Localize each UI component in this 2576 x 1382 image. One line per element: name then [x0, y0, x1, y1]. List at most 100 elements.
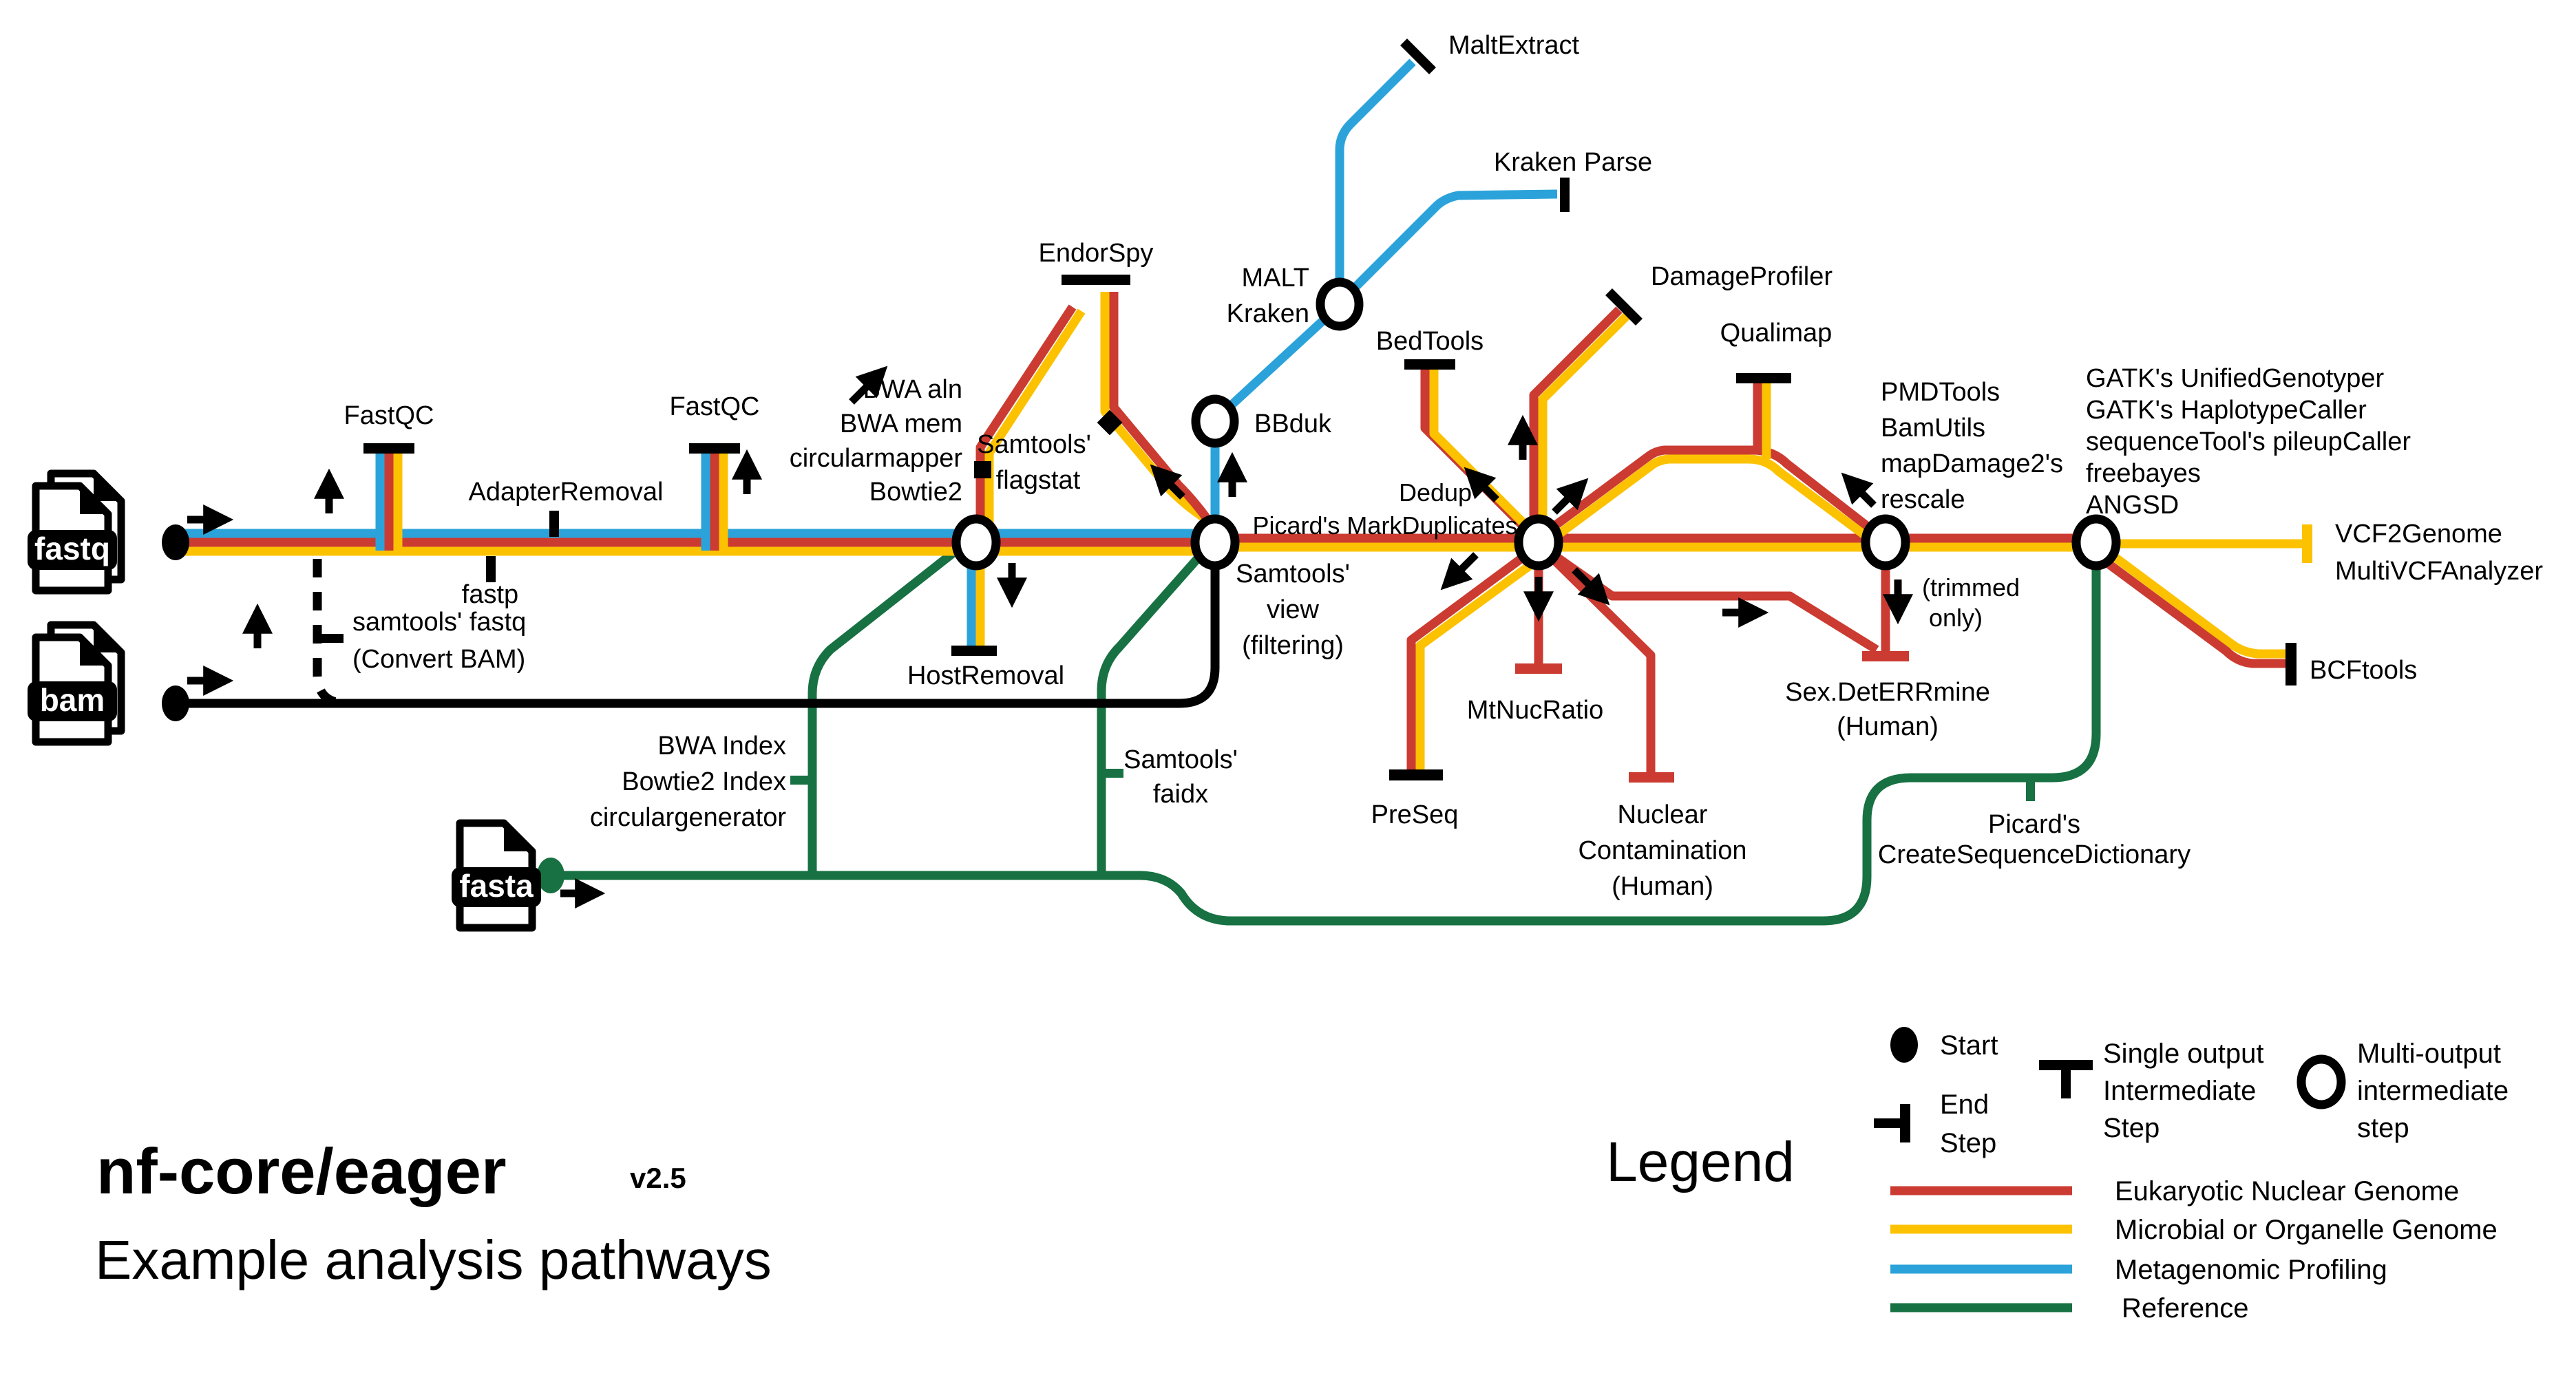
bam-label: bam	[40, 682, 105, 718]
create-seq-dict-label-2: CreateSequenceDictionary	[1878, 840, 2190, 869]
bam-file-icon: bam	[28, 621, 125, 746]
legend-single-label-2: Intermediate	[2103, 1076, 2256, 1106]
genotyper-label-2: GATK's HaplotypeCaller	[2086, 396, 2367, 425]
damageprofiler-label: DamageProfiler	[1651, 262, 1833, 291]
bedtools-branch	[1404, 359, 1537, 537]
qualimap-yellow	[1554, 454, 1870, 541]
fasta-label: fasta	[459, 868, 534, 904]
preseq-tick	[1389, 769, 1443, 780]
bam-start-dot	[162, 685, 189, 721]
sexdeterrmine-label-1: Sex.DetERRmine	[1785, 678, 1990, 707]
malt-label-1: MALT	[1241, 264, 1309, 293]
preseq-red	[1406, 549, 1531, 769]
damageprofiler-tick	[1605, 288, 1643, 326]
nuclear-label-1: Nuclear	[1618, 800, 1708, 829]
samtools-view-label-2: view	[1267, 595, 1320, 624]
bcftools-yellow	[2105, 548, 2285, 659]
flow-arrows	[187, 365, 1913, 908]
pmd-label-1: PMDTools	[1881, 378, 2000, 407]
endorspy-tick	[1062, 275, 1130, 285]
genotyper-label-5: ANGSD	[2086, 491, 2179, 520]
preseq-label: PreSeq	[1371, 800, 1459, 829]
legend-line-label-green: Reference	[2122, 1293, 2249, 1323]
legend-end-bar	[1900, 1104, 1910, 1142]
pmd-label-4: rescale	[1881, 485, 1965, 514]
convert-bam-dashed-path	[313, 559, 348, 708]
title-block: nf-core/eager v2.5 Example analysis path…	[95, 1135, 772, 1290]
nuclear-label-3: (Human)	[1612, 872, 1713, 901]
page-subtitle: Example analysis pathways	[95, 1229, 772, 1290]
reference-riser-faidx	[1097, 549, 1207, 875]
legend-single-bar	[2039, 1060, 2093, 1070]
bam-line	[176, 555, 1220, 708]
flow-arrow	[1150, 464, 1185, 500]
flow-arrow	[1440, 552, 1479, 591]
preseq-yellow	[1415, 557, 1538, 769]
page-title-version: v2.5	[630, 1162, 686, 1194]
bowtie2-index-tick	[790, 776, 812, 785]
dedup-label: Dedup	[1399, 478, 1472, 507]
fastqc2-branch	[689, 443, 740, 551]
endorspy-riser-red	[975, 304, 1077, 533]
fastp-label: fastp	[462, 580, 518, 609]
bwa-index-label-3: circulargenerator	[590, 803, 786, 832]
legend-start-label: Start	[1940, 1030, 1998, 1061]
genotyper-label-3: sequenceTool's pileupCaller	[2086, 427, 2411, 456]
nuclear-label-2: Contamination	[1578, 836, 1746, 865]
markduplicates-node	[1514, 514, 1563, 571]
qualimap-red	[1548, 445, 1877, 535]
reference-line	[551, 544, 2101, 926]
damageprofiler-branch	[1529, 288, 1643, 530]
pmd-node	[1861, 514, 1910, 571]
fasta-start-dot	[537, 858, 564, 893]
bbduk-node	[1191, 394, 1239, 448]
qualimap-label: Qualimap	[1720, 319, 1833, 348]
nodes	[162, 277, 2121, 893]
legend-line-label-blue: Metagenomic Profiling	[2115, 1255, 2387, 1285]
flow-arrow	[1841, 472, 1877, 508]
legend-start-dot	[1890, 1027, 1918, 1063]
bbduk-label: BBduk	[1254, 410, 1332, 438]
legend-heading: Legend	[1606, 1131, 1795, 1193]
bcftools-branch	[2099, 548, 2297, 685]
faidx-label-2: faidx	[1153, 780, 1208, 809]
bwa-index-label-2: Bowtie2 Index	[622, 767, 786, 796]
bcftools-red	[2099, 555, 2285, 668]
fastq-label: fastq	[34, 531, 110, 566]
faidx-tick	[1101, 769, 1123, 778]
damageprofiler-yellow	[1538, 312, 1631, 530]
fastq-label-band	[28, 530, 117, 570]
kraken-parse-tick	[1560, 178, 1570, 212]
maltextract-path	[1335, 59, 1416, 285]
fastp-tick	[486, 556, 496, 582]
trimmed-only-label-1: (trimmed	[1922, 573, 2020, 602]
hostremoval-branch	[951, 557, 997, 656]
legend-end-label-2: Step	[1940, 1128, 1996, 1158]
trunk-lines	[167, 529, 2096, 556]
bam-front-ear	[80, 637, 108, 666]
fasta-label-band	[452, 867, 541, 907]
markduplicates-label: Picard's MarkDuplicates	[1253, 511, 1518, 540]
flow-arrow	[1464, 467, 1499, 502]
samtools-view-node	[1190, 514, 1240, 571]
sexdeterrmine-label-2: (Human)	[1837, 712, 1939, 741]
fasta-ear	[504, 823, 532, 851]
page-title: nf-core/eager	[96, 1135, 507, 1207]
malt-kraken-node	[1316, 277, 1364, 331]
bedtools-label: BedTools	[1376, 327, 1484, 356]
mtnucratio-tick	[1515, 663, 1562, 674]
legend-multi-label-3: step	[2357, 1113, 2409, 1143]
pmd-label-2: BamUtils	[1881, 414, 1985, 443]
legend-single-label-1: Single output	[2103, 1039, 2264, 1069]
legend-single-label-3: Step	[2103, 1113, 2160, 1143]
legend-line-label-red: Eukaryotic Nuclear Genome	[2115, 1176, 2459, 1206]
fastq-front-ear	[80, 486, 108, 514]
aligner-label-1: BWA aln	[863, 375, 962, 404]
adapterremoval-tick	[549, 511, 559, 537]
fastqc2-tick	[689, 443, 740, 454]
legend-multi-label-1: Multi-output	[2357, 1039, 2501, 1069]
metagenomic-branch	[1210, 39, 1570, 537]
vcf-branch	[2096, 524, 2312, 563]
fasta-file-icon: fasta	[452, 819, 541, 932]
